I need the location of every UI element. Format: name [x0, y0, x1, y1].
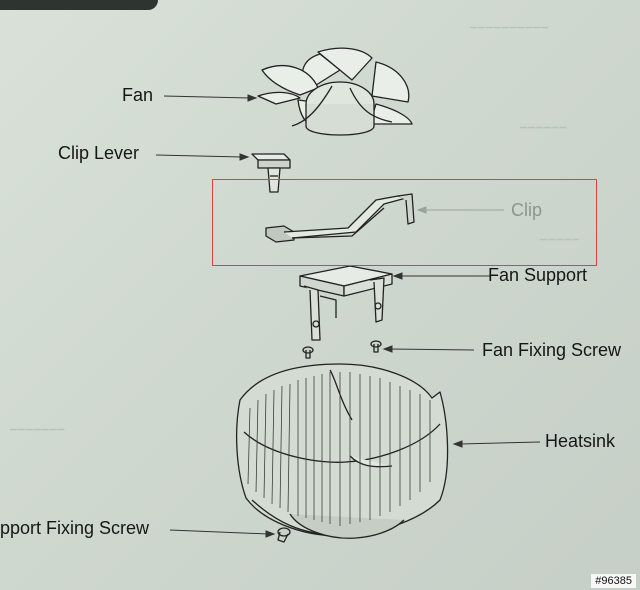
support-fixing-screw-drawing	[277, 527, 291, 543]
leader-line-support-fixing-screw	[169, 529, 276, 538]
clip-drawing	[265, 193, 415, 243]
leader-line-fan-fixing-screw	[382, 345, 475, 353]
clip-lever-drawing	[251, 153, 291, 193]
leader-line-fan	[163, 94, 258, 102]
bleed-through-text: ▁▁▁▁▁	[540, 230, 580, 240]
label-fan-fixing-screw: Fan Fixing Screw	[482, 340, 622, 360]
leader-line-clip-lever	[155, 153, 250, 161]
label-clip: Clip	[511, 200, 543, 220]
page-tab-edge	[0, 0, 158, 10]
fan-support-drawing	[299, 265, 393, 341]
label-fan-support: Fan Support	[488, 265, 588, 285]
leader-line-heatsink	[452, 440, 541, 448]
label-support-fixing-screw: pport Fixing Screw	[0, 518, 150, 538]
label-clip-lever: Clip Lever	[58, 143, 140, 163]
fan-fixing-screws-drawing	[302, 340, 382, 359]
label-heatsink: Heatsink	[545, 431, 616, 451]
clip-highlight-box	[212, 179, 597, 266]
heatsink-drawing	[235, 363, 449, 539]
image-id-watermark: #96385	[591, 574, 636, 588]
leader-line-fan-support	[392, 272, 490, 280]
bleed-through-text: ▁▁▁▁▁▁▁	[10, 420, 66, 430]
label-fan: Fan	[122, 85, 154, 105]
bleed-through-text: ▁▁▁▁▁▁▁▁▁▁	[470, 18, 550, 28]
bleed-through-text: ▁▁▁▁▁▁	[520, 118, 568, 128]
fan-drawing	[257, 47, 413, 136]
leader-line-clip	[416, 206, 504, 214]
